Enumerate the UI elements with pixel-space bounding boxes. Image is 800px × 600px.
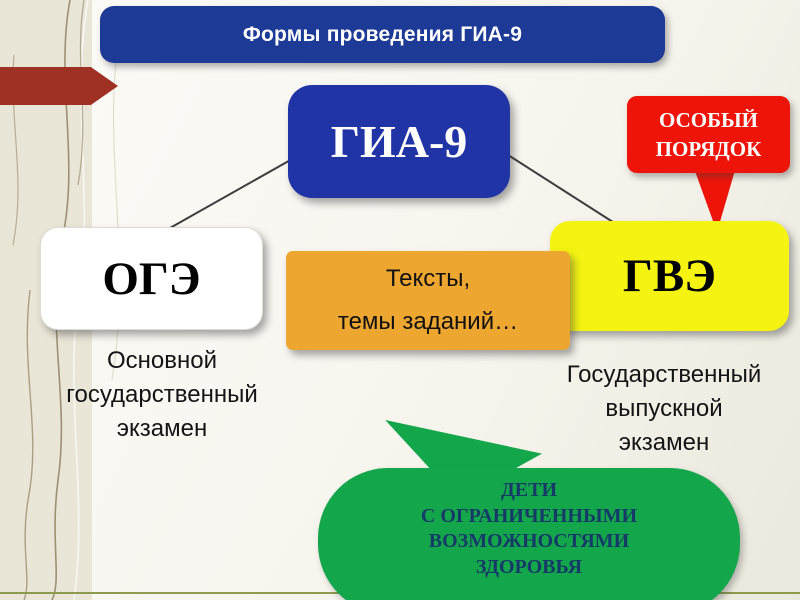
oge-caption-line-1: Основной <box>106 347 218 374</box>
children-callout-line-4: ЗДОРОВЬЯ <box>475 555 583 578</box>
gve-caption-line-3: экзамен <box>618 429 710 457</box>
special-order-callout: ОСОБЫЙ ПОРЯДОК <box>627 96 790 173</box>
gve-caption-line-1: Государственный <box>566 361 762 388</box>
node-gve: ГВЭ <box>550 221 789 331</box>
node-oge-label: ОГЭ <box>102 252 201 305</box>
node-gia9: ГИА-9 <box>288 85 510 198</box>
red-arrow-shape <box>0 67 118 105</box>
texts-topics-note: Тексты, темы заданий… <box>286 251 570 350</box>
oge-caption-line-2: государственный <box>66 381 258 409</box>
node-gia9-label: ГИА-9 <box>330 116 468 167</box>
node-oge: ОГЭ <box>40 227 263 330</box>
texts-topics-line-2: темы заданий… <box>337 307 519 335</box>
children-callout-line-2: С ОГРАНИЧЕННЫМИ <box>420 504 638 527</box>
children-callout: ДЕТИ С ОГРАНИЧЕННЫМИ ВОЗМОЖНОСТЯМИ ЗДОРО… <box>318 468 740 600</box>
slide-title-banner: Формы проведения ГИА-9 <box>100 6 665 63</box>
texts-topics-line-1: Тексты, <box>385 265 471 293</box>
oge-caption: Основной государственный экзамен <box>38 344 286 446</box>
gve-caption: Государственный выпускной экзамен <box>538 358 790 460</box>
oge-caption-line-3: экзамен <box>116 415 208 443</box>
slide-title: Формы проведения ГИА-9 <box>242 22 523 46</box>
node-gve-label: ГВЭ <box>622 250 717 302</box>
special-order-line-2: ПОРЯДОК <box>655 136 762 161</box>
special-order-line-1: ОСОБЫЙ <box>659 108 758 133</box>
gve-caption-line-2: выпускной <box>605 395 723 423</box>
children-callout-line-3: ВОЗМОЖНОСТЯМИ <box>428 530 630 553</box>
children-callout-line-1: ДЕТИ <box>501 479 557 501</box>
